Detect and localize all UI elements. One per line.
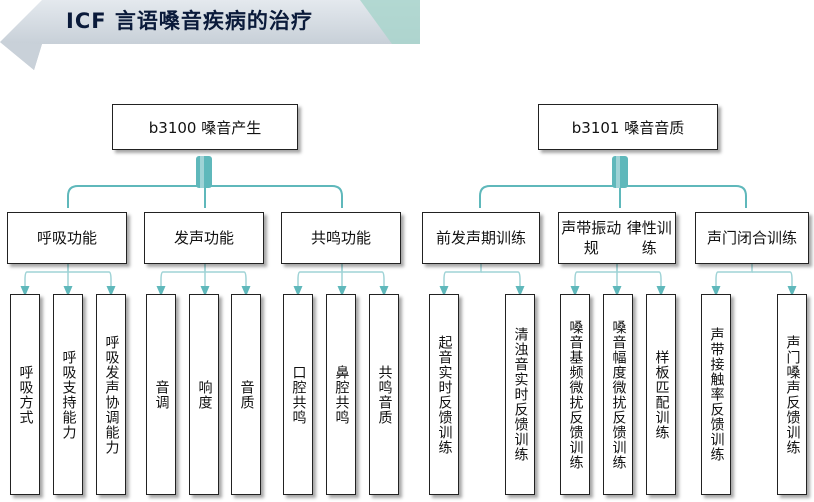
root-node-b3101: b3101 嗓音音质: [538, 104, 718, 150]
leaf-node: 起音实时反馈训练: [429, 294, 459, 495]
category-node-breathing: 呼吸功能: [7, 212, 127, 264]
category-label: 共鸣功能: [310, 229, 371, 247]
page-title: ICF 言语嗓音疾病的治疗: [66, 9, 313, 33]
category-label: 声带振动规: [561, 219, 622, 257]
leaf-node: 音调: [146, 294, 176, 495]
leaf-node: 口腔共鸣: [283, 294, 313, 495]
category-label: 前发声期: [435, 229, 496, 247]
bracket-4-2: [481, 271, 525, 297]
bracket-1-3: [68, 271, 116, 297]
leaf-node: 声门嗓声反馈训练: [777, 294, 807, 495]
leaf-node: 共鸣音质: [369, 294, 399, 495]
category-label: 律性训练: [626, 219, 672, 257]
title-banner: ICF 言语嗓音疾病的治疗: [0, 0, 420, 72]
category-label: 训练: [767, 229, 798, 247]
root-node-label: b3100 嗓音产生: [148, 118, 262, 137]
bracket-3-1: [293, 264, 343, 297]
leaf-node: 清浊音实时反馈训练: [505, 294, 535, 495]
leaf-node: 音质: [231, 294, 261, 495]
category-label: 训练: [496, 229, 527, 247]
leaf-node: 呼吸发声协调能力: [96, 294, 126, 495]
category-label: 呼吸功能: [36, 229, 97, 247]
bracket-2-3: [205, 271, 251, 297]
leaf-node: 响度: [189, 294, 219, 495]
bracket-3-3: [342, 271, 389, 297]
bracket-6-2: [752, 271, 797, 297]
category-label: 声门闭合: [706, 229, 767, 247]
leaf-node: 嗓音幅度微扰反馈训练: [603, 294, 633, 495]
leaf-node: 呼吸支持能力: [53, 294, 83, 495]
category-node-resonance: 共鸣功能: [281, 212, 401, 264]
leaf-node: 嗓音基频微扰反馈训练: [560, 294, 590, 495]
bracket-5-3: [617, 271, 666, 297]
leaf-node: 鼻腔共鸣: [326, 294, 356, 495]
bracket-4-1: [439, 264, 482, 297]
category-node-glottal-closure: 声门闭合 训练: [695, 212, 809, 264]
root-node-b3100: b3100 嗓音产生: [112, 104, 298, 150]
bracket-6-1: [711, 264, 753, 297]
category-node-vocal-fold-regularity: 声带振动规 律性训练: [558, 212, 676, 264]
banner-arrow-shape: [0, 0, 420, 70]
bracket-2-1: [156, 264, 206, 297]
category-node-phonation: 发声功能: [144, 212, 264, 264]
category-node-prephonation: 前发声期 训练: [422, 212, 540, 264]
category-label: 发声功能: [173, 229, 234, 247]
root-node-label: b3101 嗓音音质: [571, 118, 685, 137]
leaf-node: 呼吸方式: [10, 294, 40, 495]
bracket-5-1: [570, 264, 618, 297]
leaf-node: 样板匹配训练: [646, 294, 676, 495]
bracket-1-1: [20, 264, 69, 297]
leaf-node: 声带接触率反馈训练: [701, 294, 731, 495]
right-root-bracket: [479, 185, 747, 208]
